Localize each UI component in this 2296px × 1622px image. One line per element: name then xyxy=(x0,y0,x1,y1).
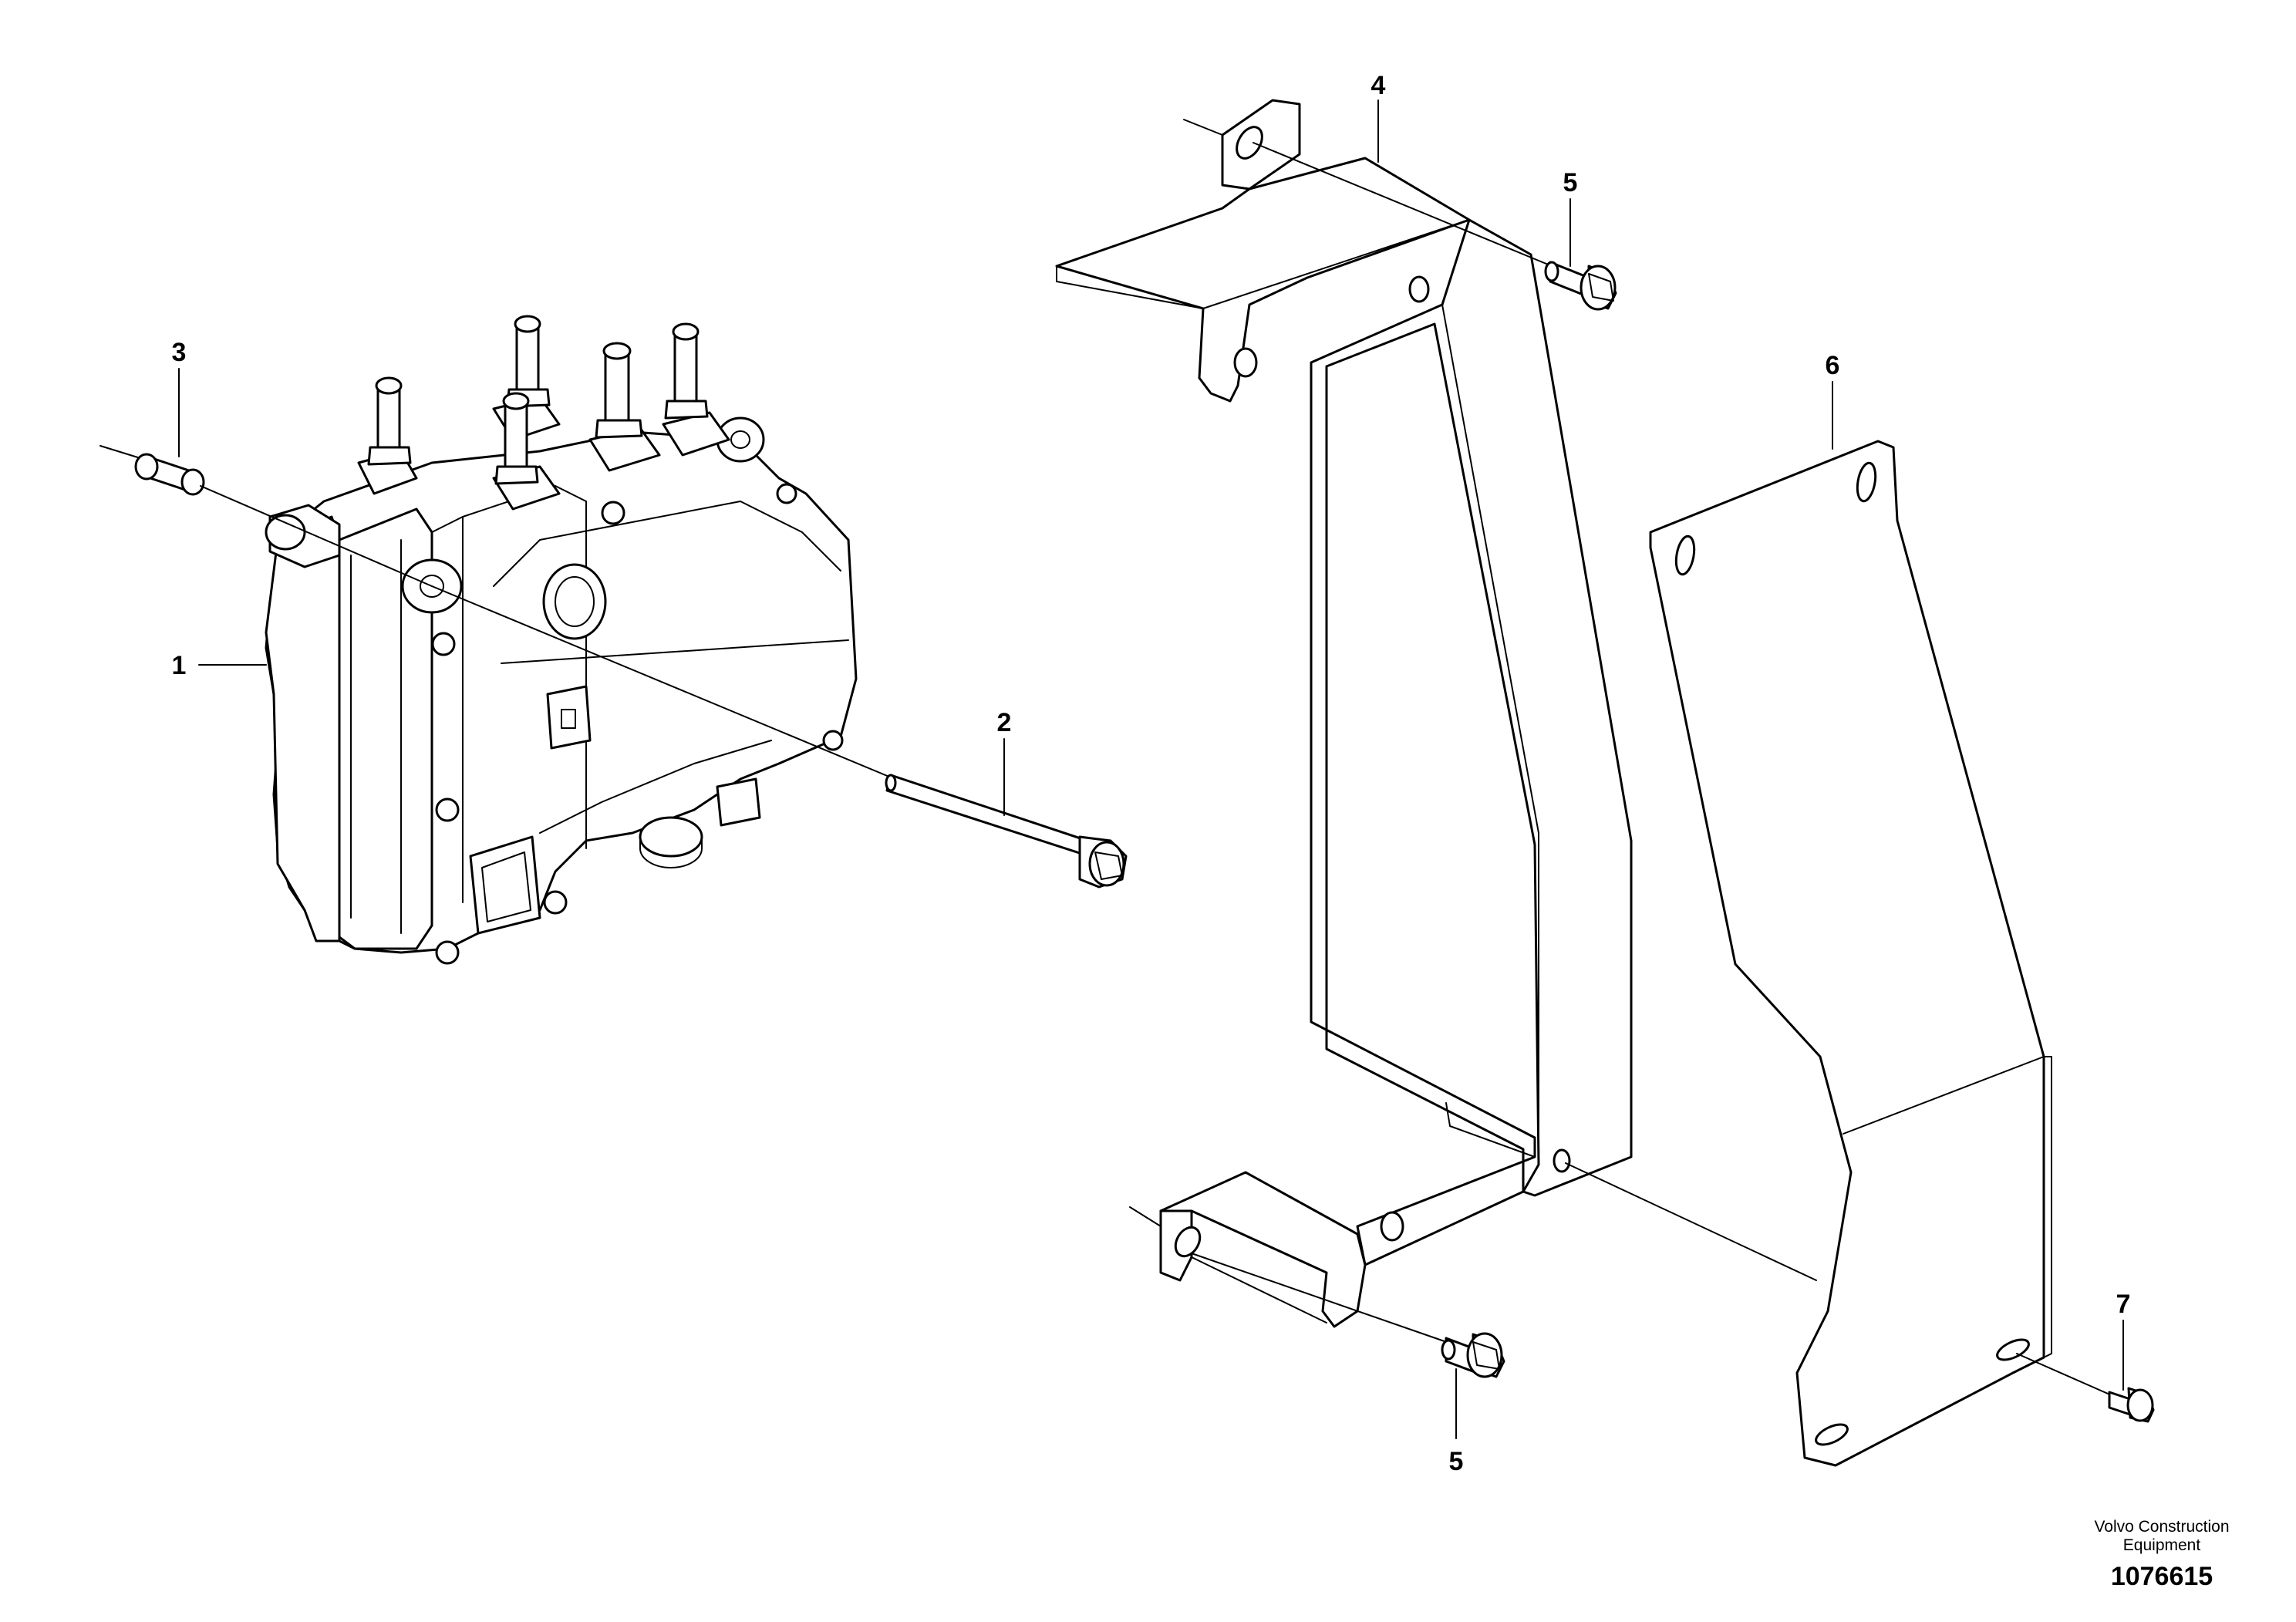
footer-brand: Volvo Construction Equipment 1076615 xyxy=(2094,1518,2229,1591)
callout-5-bottom: 5 xyxy=(1449,1447,1464,1476)
cover-plate-part-6 xyxy=(1649,440,2052,1467)
callout-6: 6 xyxy=(1826,351,1840,380)
callout-1: 1 xyxy=(172,651,187,680)
bolt-part-2 xyxy=(431,585,1128,889)
bracket-part-4 xyxy=(1055,99,1817,1347)
callout-labels: 3 1 2 4 5 6 5 7 xyxy=(172,71,2131,1476)
screw-part-7 xyxy=(2016,1353,2155,1423)
callout-7: 7 xyxy=(2116,1290,2131,1319)
studs xyxy=(357,315,730,511)
callout-2: 2 xyxy=(997,708,1012,737)
brand-line-2: Equipment xyxy=(2123,1536,2201,1554)
brand-line-1: Volvo Construction xyxy=(2094,1518,2229,1536)
callout-3: 3 xyxy=(172,338,187,367)
callout-5-top: 5 xyxy=(1563,168,1578,197)
document-number: 1076615 xyxy=(2111,1562,2213,1591)
leader-lines xyxy=(178,99,2124,1439)
valve-block-part-1 xyxy=(265,315,858,965)
screw-part-5-top xyxy=(1542,261,1617,311)
callout-4: 4 xyxy=(1371,71,1386,100)
pin-part-3 xyxy=(99,445,433,587)
screw-part-5-bottom xyxy=(1441,1332,1505,1378)
